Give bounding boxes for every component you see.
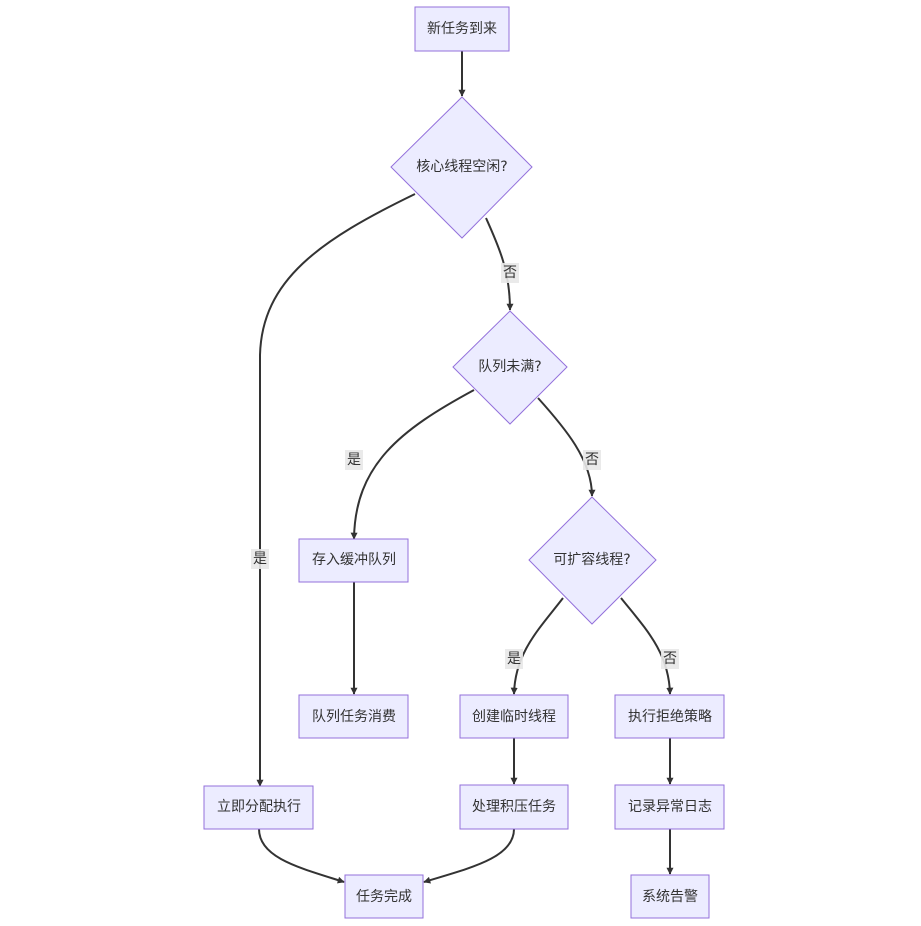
- svg-text:处理积压任务: 处理积压任务: [472, 799, 556, 815]
- node-process-backlog: 处理积压任务: [459, 784, 569, 830]
- node-reject-policy: 执行拒绝策略: [614, 694, 725, 739]
- edge-label-expand-yes: 是: [505, 649, 523, 669]
- edge-label-queue-no: 否: [583, 450, 601, 470]
- svg-text:否: 否: [663, 651, 677, 667]
- node-assign-now: 立即分配执行: [203, 785, 314, 830]
- svg-text:是: 是: [507, 651, 521, 667]
- edge-can-expand-to-create-temp-thread: [510, 597, 564, 695]
- decision-queue-not-full: 队列未满?: [452, 310, 568, 425]
- svg-text:执行拒绝策略: 执行拒绝策略: [628, 708, 712, 725]
- svg-text:任务完成: 任务完成: [356, 889, 412, 905]
- svg-text:否: 否: [585, 452, 599, 468]
- edge-assign-now-to-task-done: [258, 828, 345, 884]
- edge-label-core-idle-no: 否: [501, 263, 519, 283]
- decision-can-expand: 可扩容线程?: [528, 496, 657, 625]
- edge-process-backlog-to-task-done: [423, 828, 515, 884]
- svg-text:创建临时线程: 创建临时线程: [472, 709, 556, 725]
- svg-text:队列任务消费: 队列任务消费: [312, 709, 396, 725]
- node-system-alert: 系统告警: [630, 874, 710, 919]
- svg-text:立即分配执行: 立即分配执行: [217, 799, 301, 815]
- svg-text:存入缓冲队列: 存入缓冲队列: [312, 552, 396, 568]
- svg-text:队列未满?: 队列未满?: [478, 359, 541, 375]
- svg-text:否: 否: [503, 265, 517, 281]
- node-log-exception: 记录异常日志: [614, 784, 725, 830]
- svg-text:记录异常日志: 记录异常日志: [628, 799, 712, 815]
- node-enqueue: 存入缓冲队列: [298, 538, 409, 583]
- edge-label-expand-no: 否: [661, 649, 679, 669]
- svg-text:核心线程空闲?: 核心线程空闲?: [416, 159, 507, 175]
- node-task-done: 任务完成: [344, 874, 424, 919]
- svg-text:是: 是: [347, 452, 361, 468]
- decision-core-idle: 核心线程空闲?: [390, 96, 533, 239]
- svg-text:新任务到来: 新任务到来: [427, 21, 497, 37]
- svg-text:是: 是: [253, 551, 267, 567]
- node-queue-consume: 队列任务消费: [298, 694, 409, 739]
- edge-queue-not-full-to-enqueue: [350, 389, 475, 540]
- edge-core-idle-to-assign-now: [256, 193, 416, 787]
- node-create-temp-thread: 创建临时线程: [459, 694, 569, 739]
- node-new-task: 新任务到来: [414, 6, 510, 52]
- edge-core-idle-to-queue-not-full: [485, 217, 514, 311]
- edge-can-expand-to-reject-policy: [620, 597, 674, 695]
- svg-text:可扩容线程?: 可扩容线程?: [553, 551, 630, 568]
- edge-label-queue-yes: 是: [345, 450, 363, 470]
- edge-label-core-idle-yes: 是: [251, 549, 269, 569]
- edge-queue-not-full-to-can-expand: [537, 397, 596, 497]
- svg-text:系统告警: 系统告警: [642, 889, 698, 905]
